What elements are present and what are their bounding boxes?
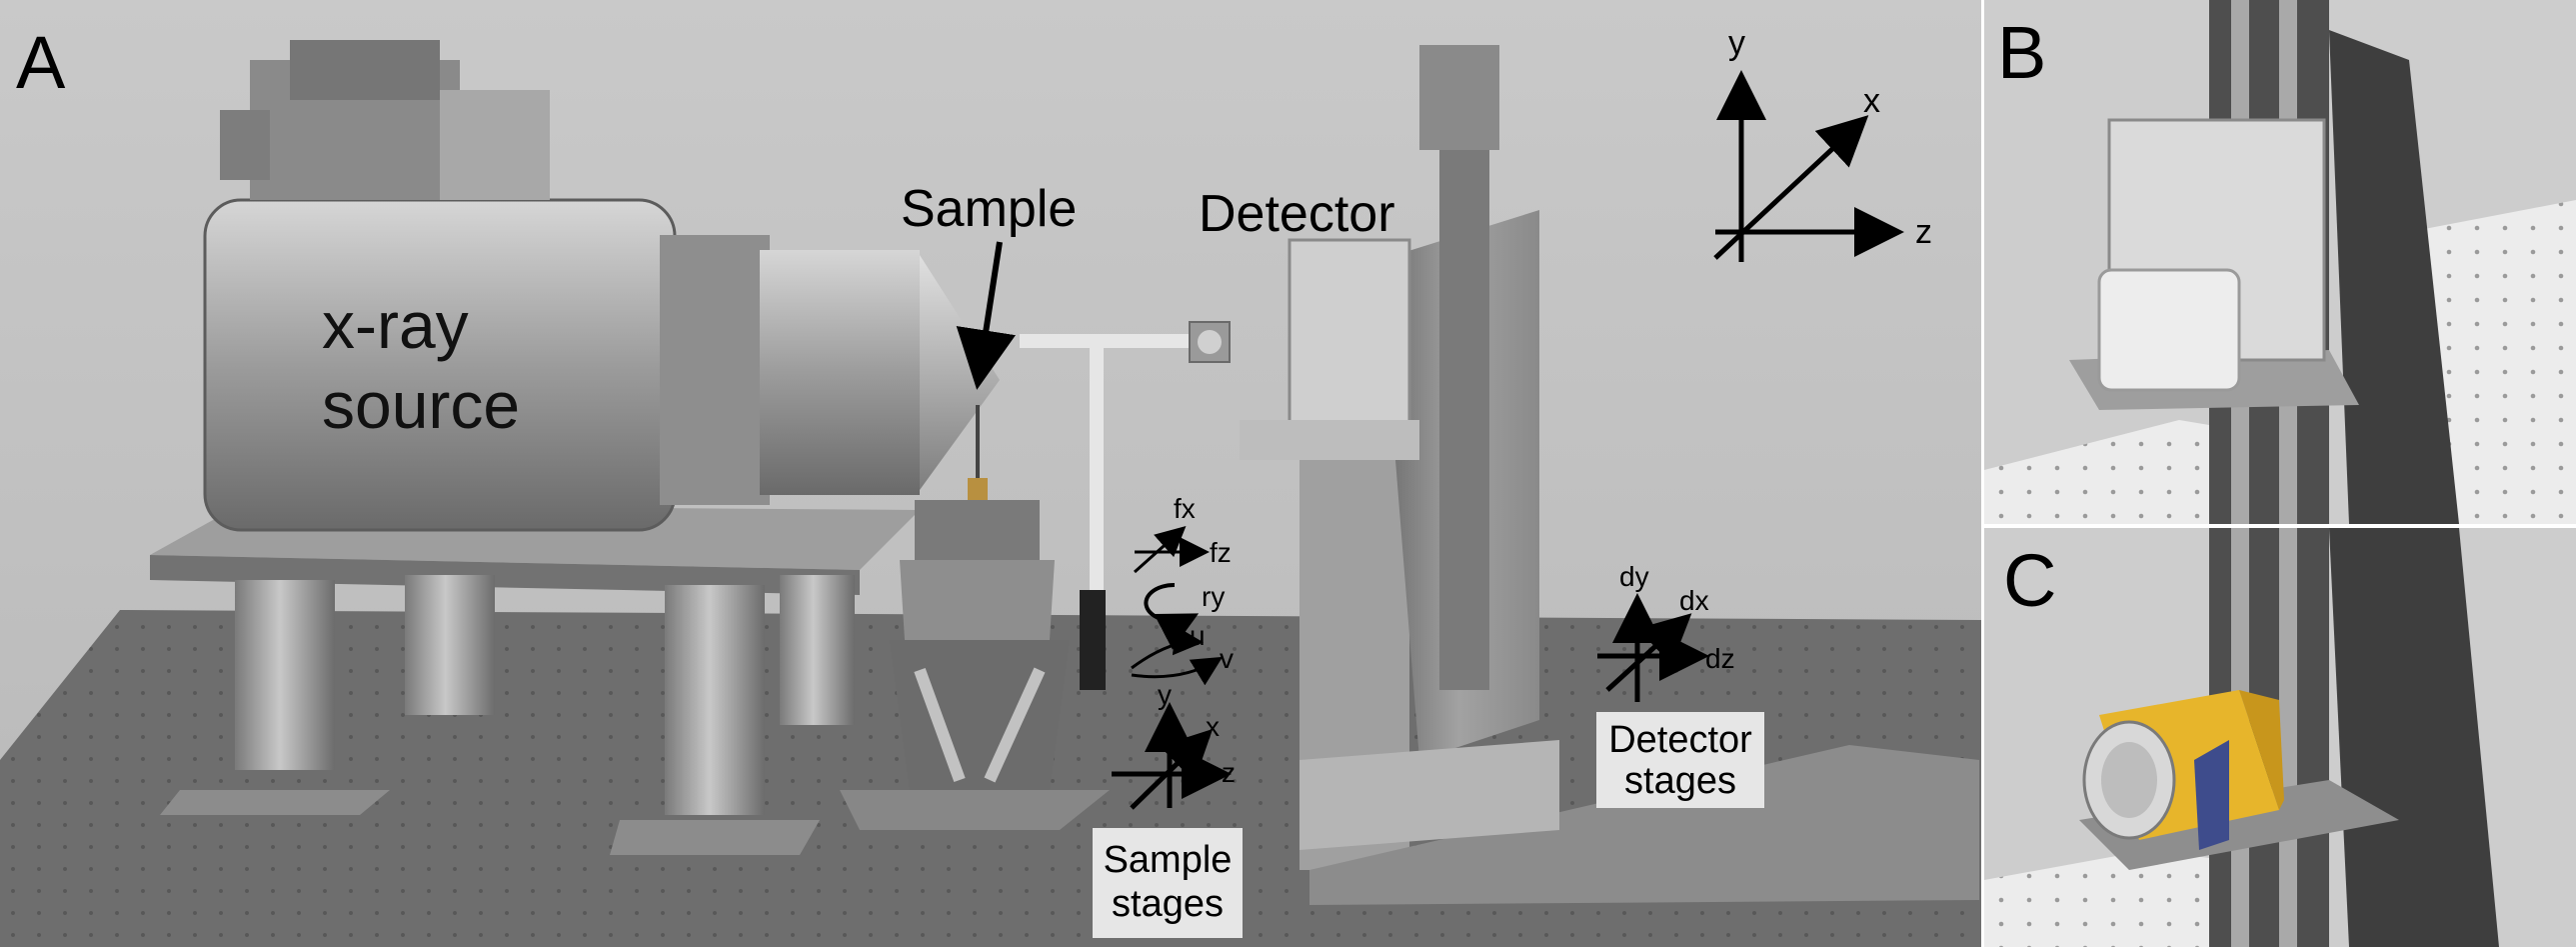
detector-axis-dz: dz: [1705, 643, 1735, 674]
global-axis-x: x: [1863, 82, 1880, 120]
motion-u: u: [1190, 620, 1206, 651]
detector-axes: dy dx dz: [1597, 561, 1735, 702]
sample-axis-x: x: [1206, 711, 1220, 742]
detector-axis-dx: dx: [1679, 585, 1709, 616]
sample-pointer-arrow: [956, 241, 1016, 390]
panel-a-letter: A: [16, 21, 66, 104]
xray-source-stand: [150, 505, 920, 855]
sample-stages-line1: Sample: [1104, 839, 1233, 881]
motion-ry: ry: [1202, 581, 1225, 612]
sample-motion-axes: fx fz ry u v: [1131, 493, 1234, 686]
panel-b-letter: B: [1997, 11, 2046, 94]
sample-stages-line2: stages: [1112, 883, 1224, 925]
sample-axes: y x z: [1112, 679, 1236, 810]
global-axis-y: y: [1728, 24, 1745, 62]
detector-label: Detector: [1199, 185, 1395, 243]
detector-stages-line1: Detector: [1608, 719, 1752, 761]
xray-source-label-line2: source: [322, 368, 520, 442]
detector-tower: [1240, 45, 1979, 905]
panel-a: A x-ray source Sample Detector y x z fx …: [0, 0, 1981, 947]
global-axes: y x z: [1713, 24, 1932, 262]
sample-label: Sample: [901, 180, 1077, 238]
sample-axis-z: z: [1222, 757, 1236, 788]
motion-fx: fx: [1174, 493, 1196, 524]
sample-axis-y: y: [1158, 679, 1172, 710]
panel-c-letter: C: [2003, 539, 2056, 622]
detector-axis-dy: dy: [1619, 561, 1649, 592]
detector-stages-box: Detector stages: [1596, 712, 1764, 808]
xray-source-label-line1: x-ray: [322, 288, 469, 362]
sample-stages-box: Sample stages: [1093, 828, 1243, 938]
xray-source: [203, 40, 1000, 532]
detector-stages-line2: stages: [1624, 760, 1736, 802]
panel-b: B: [1984, 0, 2576, 524]
motion-v: v: [1220, 643, 1234, 674]
motion-fz: fz: [1210, 537, 1232, 568]
global-axis-z: z: [1915, 213, 1932, 251]
sample-hexapod: [840, 405, 1110, 830]
panel-c: C: [1984, 528, 2576, 947]
pointer-arm: [1020, 321, 1231, 690]
